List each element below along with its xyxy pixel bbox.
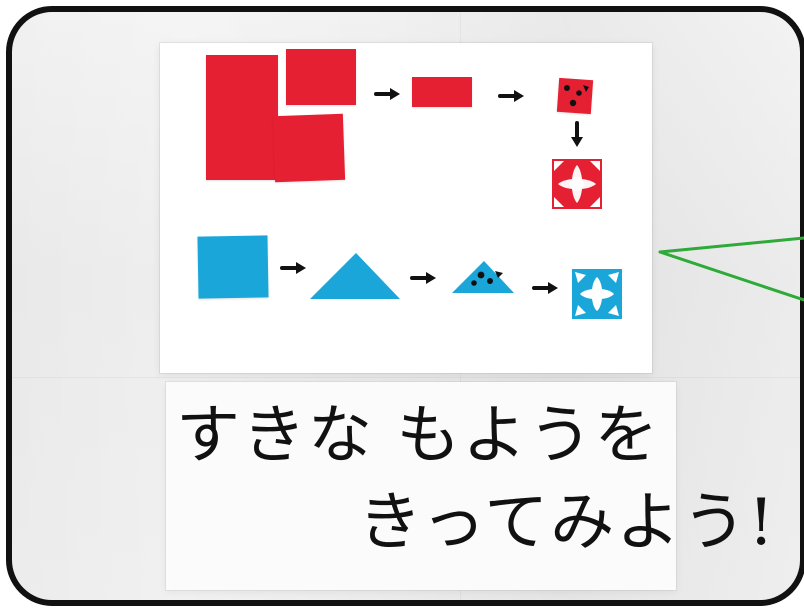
arrow-right-icon (280, 262, 306, 274)
blue-triangle (310, 253, 400, 299)
paper-snowflake-icon (552, 159, 602, 209)
craft-poster (160, 43, 652, 373)
wall-seam-horizontal (12, 377, 800, 378)
red-square-top-right (286, 49, 356, 105)
arrow-right-icon (374, 88, 400, 100)
handwritten-label-line-2: きってみよう! (358, 486, 776, 560)
arrow-right-icon (532, 282, 558, 294)
handwritten-label-card (166, 382, 676, 590)
blue-square (197, 235, 269, 299)
red-square-large-left (206, 55, 278, 180)
arrow-right-icon (498, 90, 524, 102)
arrow-right-icon (410, 272, 436, 284)
handwritten-label-line-1: すきな もようを (176, 399, 661, 473)
red-folded-marks (564, 85, 589, 107)
blue-folded-triangle (452, 261, 514, 293)
arrow-down-icon (571, 121, 583, 147)
red-square-bottom (272, 113, 346, 183)
red-rectangle (412, 77, 472, 107)
blue-snowflake (572, 269, 622, 319)
